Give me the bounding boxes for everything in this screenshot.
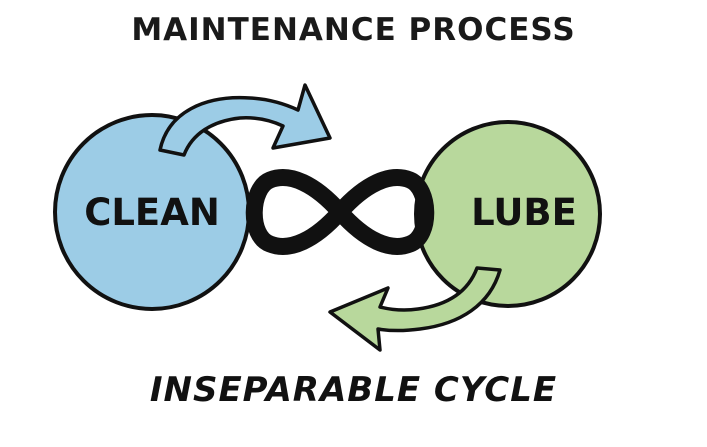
infinity-stroke — [245, 169, 435, 255]
curved-arrow-right-icon — [158, 83, 332, 157]
lube-node — [414, 120, 602, 308]
clean-label: CLEAN — [84, 191, 220, 234]
infinity-icon — [245, 169, 435, 255]
lube-label: LUBE — [471, 191, 577, 234]
diagram-caption: INSEPARABLE CYCLE — [149, 370, 558, 410]
arrow-blue-body — [158, 83, 332, 157]
arrow-green-body — [328, 266, 502, 352]
diagram-title: MAINTENANCE PROCESS — [131, 12, 576, 48]
curved-arrow-left-icon — [328, 266, 502, 352]
